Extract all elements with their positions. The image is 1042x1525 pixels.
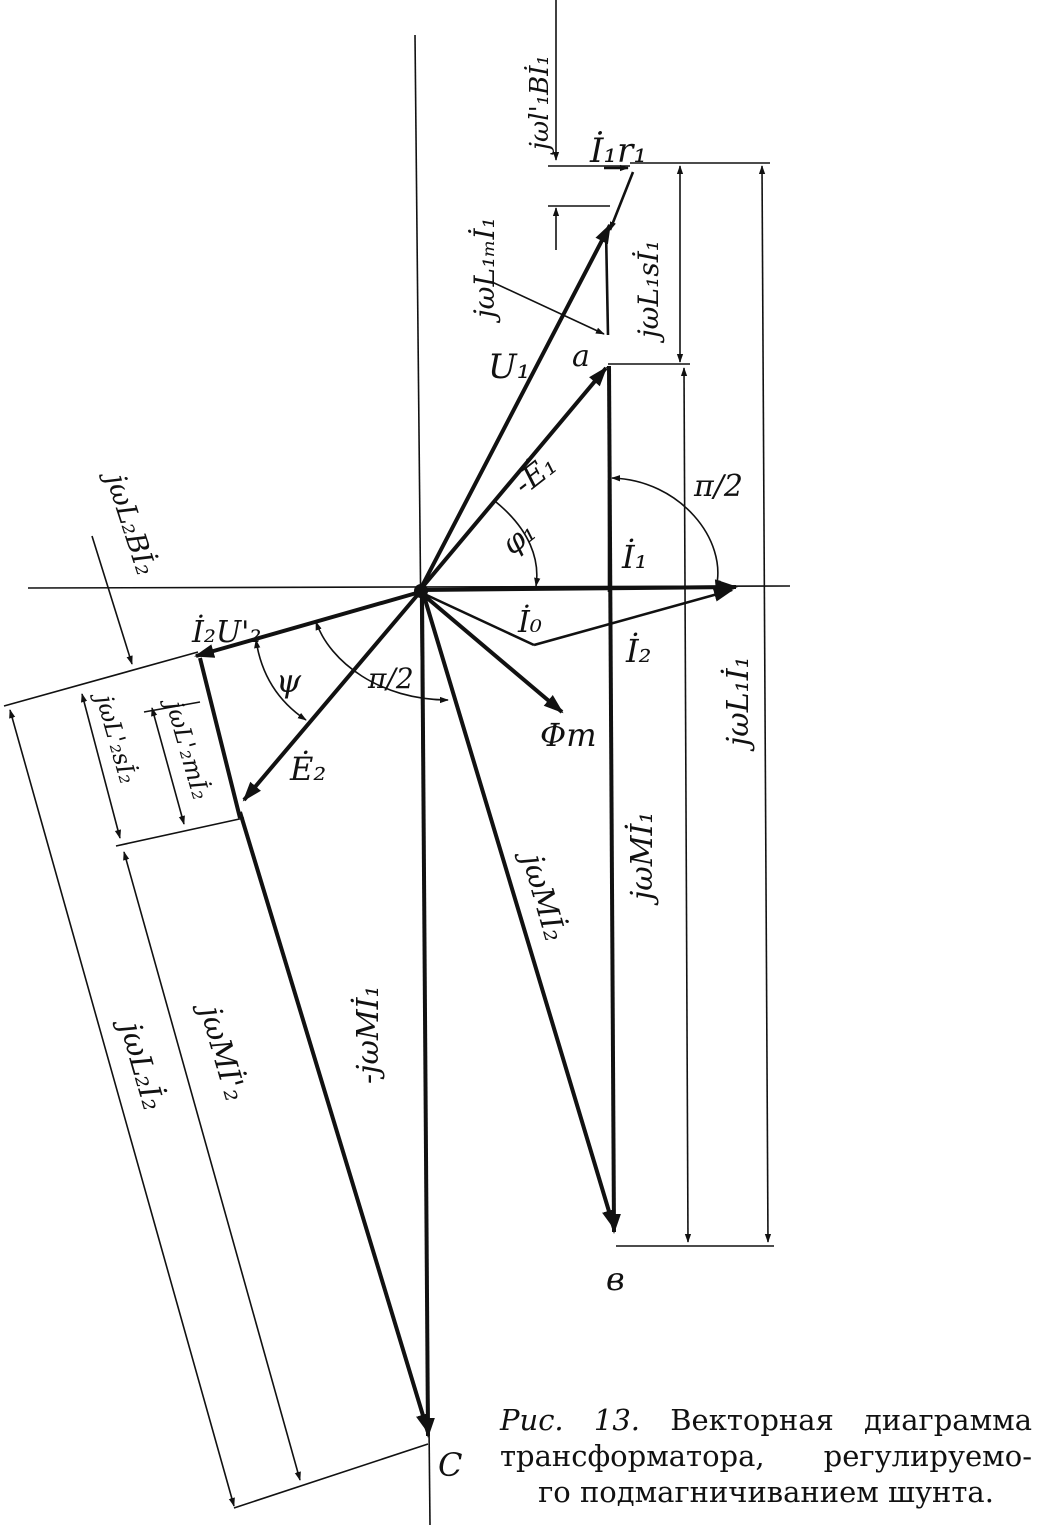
neg-jwmi1-vector <box>420 591 435 1438</box>
jwl2m-dimension <box>151 707 185 825</box>
caption-line-1: Рис. 13. Векторная диаграмма <box>500 1402 1032 1438</box>
label-jwl2b: jωL₂Bİ₂ <box>97 464 162 579</box>
axes <box>27 34 791 1525</box>
jwl1i1-dimension <box>758 165 772 1243</box>
label-jwl1s: jωL₁sİ₁ <box>632 240 665 344</box>
caption-label: Рис. 13. <box>500 1403 641 1437</box>
jwl1s-small-vector <box>608 171 635 231</box>
label-jwl1b: jωl'₁Bİ₁ <box>524 55 555 155</box>
label-c: C <box>438 1446 462 1484</box>
neg-e1-vector <box>418 366 608 592</box>
jwmi1-dimension <box>680 367 692 1243</box>
label-i2: İ₂ <box>625 632 651 670</box>
origin-point <box>414 584 428 598</box>
phim-vector <box>418 590 564 714</box>
label-jwl1i1: jωL₁İ₁ <box>720 656 756 752</box>
caption-text-1: Векторная диаграмма <box>670 1403 1032 1437</box>
top-left-extension <box>3 651 199 707</box>
label-i2u2: İ₂U'₂ <box>191 614 261 650</box>
label-jwl2s: jωL'₂sİ₂ <box>89 687 143 787</box>
bottom-left-extension <box>233 1443 429 1509</box>
i2u2-vector <box>194 590 421 658</box>
pi2-left-arc <box>315 621 449 704</box>
label-i1: İ₁ <box>621 538 647 576</box>
psi-arc <box>254 639 307 721</box>
label-jwl2m: jωL'₂mİ₂ <box>159 693 216 803</box>
secondary-side-vectors <box>3 535 449 1509</box>
primary-side-vectors <box>418 0 774 1247</box>
label-pi2-left: π/2 <box>367 662 414 695</box>
label-jwmi2p: jωMİ'₂ <box>191 997 254 1106</box>
caption-line-2: трансформатора, регулируемо- <box>500 1439 1032 1473</box>
label-u1: U₁ <box>488 347 530 387</box>
label-e2: Ė₂ <box>289 750 326 788</box>
mid-left-extension <box>115 817 245 847</box>
jwl2b-pointer <box>91 535 133 665</box>
e2-vector <box>242 590 422 802</box>
label-jwmi1: jωMİ₁ <box>624 812 660 906</box>
label-b: в <box>606 1260 625 1298</box>
figure-caption: Рис. 13. Векторная диаграмма трансформат… <box>500 1402 1032 1510</box>
jwmi2p-vector <box>238 811 430 1434</box>
phi1-arc <box>495 501 541 587</box>
jwl2s-dimension <box>81 693 121 839</box>
jwmi2p-dimension <box>123 851 301 1481</box>
i0-vector <box>419 590 535 647</box>
jwl1m-pointer <box>491 281 605 335</box>
u1-vector <box>418 223 612 591</box>
label-neg-jwmi1: -jωMİ₁ <box>350 986 386 1085</box>
label-i0: İ₀ <box>517 604 542 640</box>
i2-vector <box>533 588 734 647</box>
label-neg-e1: -Ė₁ <box>507 447 564 502</box>
pi2-right-arc <box>611 475 722 589</box>
jwmi2-vector <box>422 595 616 1230</box>
jwl2i2-dimension <box>9 709 235 1507</box>
jwl1s-vector <box>604 229 610 336</box>
label-pi2-right: π/2 <box>693 469 743 504</box>
label-psi: ψ <box>276 662 302 700</box>
label-i1r1: İ₁r₁ <box>589 131 647 171</box>
label-a: a <box>572 339 590 374</box>
caption-line-3: го подмагничиванием шунта. <box>538 1475 994 1509</box>
label-jwl1m: jωL₁ₘİ₁ <box>468 217 501 324</box>
label-phi1: φ₁ <box>495 514 543 562</box>
label-jwmi2: jωMİ₂ <box>513 845 574 946</box>
label-phim: Φm <box>540 716 597 754</box>
